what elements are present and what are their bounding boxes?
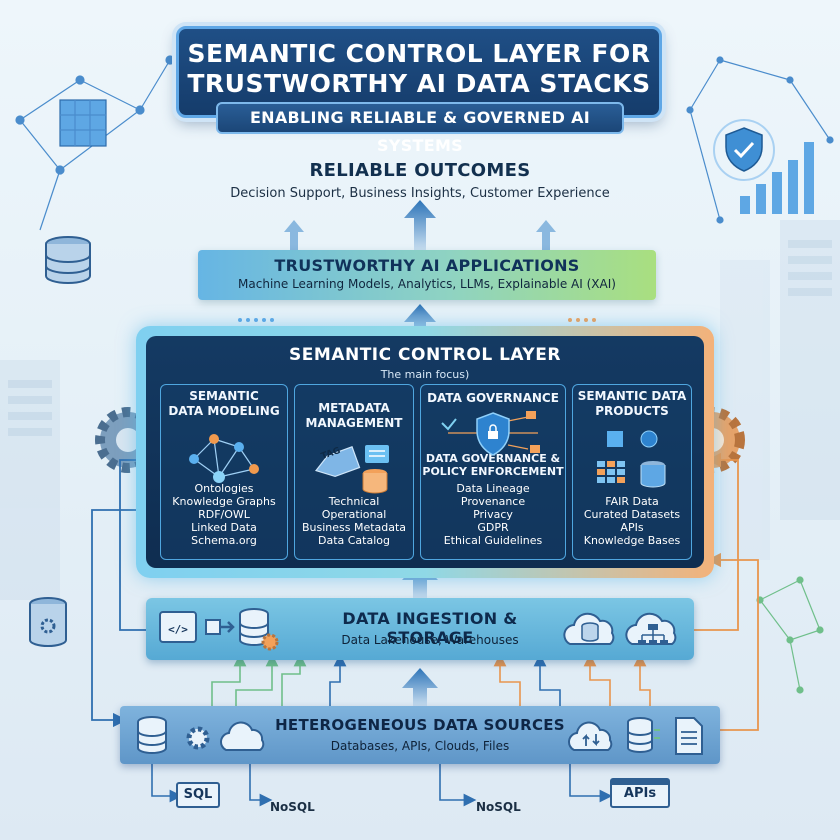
panel-data-governance: DATA GOVERNANCE DATA GOVERNANCE & POLICY… — [420, 384, 566, 560]
server-rack-icon — [0, 220, 840, 600]
panel-item: GDPR — [477, 521, 509, 534]
panel-heading: DATA GOVERNANCE — [427, 391, 559, 405]
semantic-layer-focus-note: The main focus) — [380, 368, 470, 381]
panel-item: FAIR Data — [605, 495, 659, 508]
panel-items: Technical Operational Business Metadata … — [295, 495, 413, 547]
decorative-dots — [238, 318, 596, 322]
grid-icon — [597, 430, 666, 488]
cloud-database-icon — [563, 612, 677, 645]
panel-metadata-management: METADATA MANAGEMENT TAG Technical Operat… — [294, 384, 414, 560]
shield-check-icon — [713, 119, 775, 181]
loop-arrows — [91, 452, 759, 731]
panel-subheading: POLICY ENFORCEMENT — [422, 465, 564, 478]
nosql-label-left: NoSQL — [270, 800, 315, 814]
panel-semantic-data-modeling: SEMANTIC DATA MODELING Ontologies Knowle… — [160, 384, 288, 560]
apis-label: APIs — [610, 778, 670, 808]
panel-heading: MANAGEMENT — [305, 416, 403, 430]
panel-item: RDF/OWL — [198, 508, 250, 521]
panel-heading: PRODUCTS — [595, 404, 669, 418]
title-line-1: SEMANTIC CONTROL LAYER FOR — [187, 39, 651, 68]
network-graph-icon — [189, 434, 259, 483]
tag-icon — [314, 445, 389, 494]
panel-heading: METADATA — [318, 401, 390, 415]
panel-item: Ethical Guidelines — [443, 534, 543, 547]
flow-arrows-up — [284, 200, 556, 706]
panel-heading: DATA MODELING — [168, 404, 280, 418]
panel-items: FAIR Data Curated Datasets APIs Knowledg… — [573, 495, 691, 547]
cloud-sync-icon — [568, 717, 703, 755]
applications-subtitle: Machine Learning Models, Analytics, LLMs… — [238, 277, 616, 291]
bottom-connectors — [151, 764, 613, 807]
applications-layer: TRUSTWORTHY AI APPLICATIONS Machine Lear… — [198, 250, 656, 300]
sources-title: HETEROGENEOUS DATA SOURCES — [275, 716, 565, 734]
panel-item: Linked Data — [191, 521, 257, 534]
database-icon — [45, 236, 91, 284]
panel-item: Curated Datasets — [583, 508, 681, 521]
panel-item: Data Catalog — [317, 534, 390, 547]
database-icon — [137, 716, 265, 754]
nosql-label-right: NoSQL — [476, 800, 521, 814]
ingestion-title: DATA INGESTION & STORAGE — [342, 609, 518, 647]
data-sources-layer — [120, 706, 720, 764]
panel-heading: SEMANTIC DATA — [577, 389, 687, 403]
outcomes-title: RELIABLE OUTCOMES — [309, 160, 531, 181]
panel-heading: SEMANTIC — [189, 389, 259, 403]
sql-label: SQL — [176, 782, 220, 808]
panel-item: Operational — [321, 508, 387, 521]
connector-arrows — [211, 653, 651, 706]
title-line-2: TRUSTWORTHY AI DATA STACKS — [187, 69, 651, 98]
shield-lock-icon — [441, 411, 540, 456]
network-graph-icon — [756, 576, 824, 694]
semantic-layer-title: SEMANTIC CONTROL LAYER — [289, 345, 561, 365]
bar-chart-icon — [740, 142, 814, 214]
panel-subheading: DATA GOVERNANCE & — [425, 452, 561, 465]
outcomes-subtitle: Decision Support, Business Insights, Cus… — [230, 186, 610, 201]
panel-item: APIs — [620, 521, 644, 534]
panel-item: Privacy — [473, 508, 513, 521]
sources-subtitle: Databases, APIs, Clouds, Files — [330, 739, 510, 753]
panel-semantic-data-products: SEMANTIC DATA PRODUCTS FAIR Data Curated… — [572, 384, 692, 560]
code-icon: </> — [159, 608, 279, 651]
panel-item: Provenance — [460, 495, 526, 508]
panel-item: Schema.org — [191, 534, 257, 547]
panel-items: Data Lineage Provenance Privacy GDPR Eth… — [421, 482, 565, 547]
panel-item: Knowledge Bases — [583, 534, 681, 547]
panel-item: Knowledge Graphs — [172, 495, 276, 508]
cube-network-icon — [15, 55, 175, 231]
network-graph-icon — [686, 56, 834, 224]
ingestion-subtitle: Data Lakehouse, Warehouses — [341, 633, 519, 647]
title-subtitle: ENABLING RELIABLE & GOVERNED AI SYSTEMS — [216, 102, 624, 155]
panel-items: Ontologies Knowledge Graphs RDF/OWL Link… — [161, 482, 287, 547]
panel-item: Ontologies — [194, 482, 254, 495]
svg-text:</>: </> — [168, 623, 188, 636]
panel-item: Data Lineage — [456, 482, 530, 495]
panel-item: Business Metadata — [301, 521, 407, 534]
applications-title: TRUSTWORTHY AI APPLICATIONS — [274, 256, 580, 275]
database-icon — [29, 597, 67, 647]
panel-item: Technical — [328, 495, 380, 508]
